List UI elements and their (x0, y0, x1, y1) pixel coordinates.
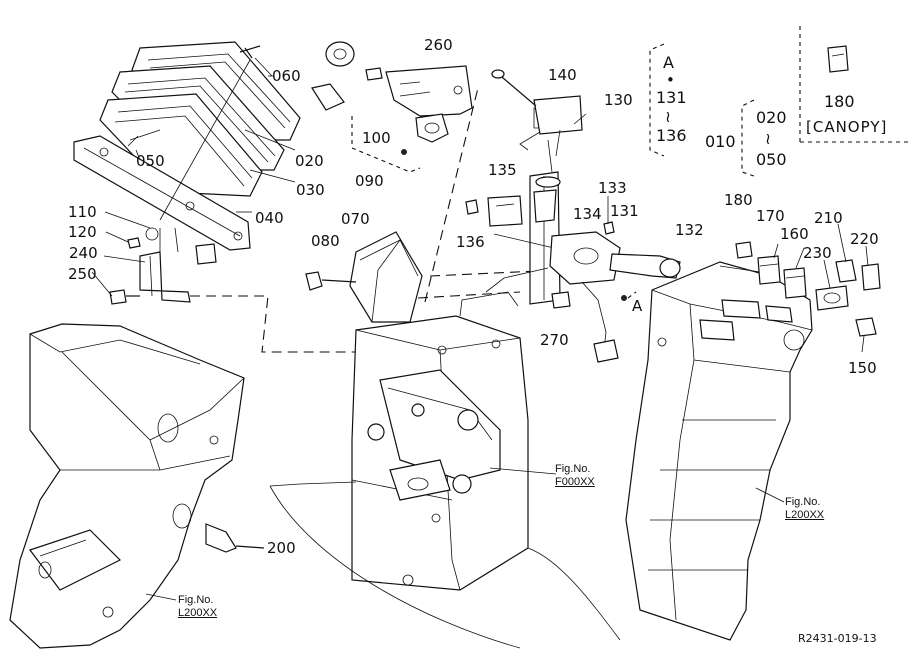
floor-outline (269, 481, 621, 649)
part-label-140: 140 (548, 66, 577, 84)
canopy-caption: [CANOPY] (806, 118, 888, 136)
range-010-tilde: ≀ (765, 129, 771, 148)
group-brackets (649, 43, 755, 177)
fig-ref-f000[interactable]: Fig.No. F000XX (555, 463, 595, 489)
part-label-170: 170 (756, 207, 785, 225)
part-label-090: 090 (355, 172, 384, 190)
stay-bracket (109, 227, 217, 305)
part-label-230: 230 (803, 244, 832, 262)
fig-ref-l200-left-line1: Fig.No. (178, 594, 214, 606)
part-label-134: 134 (573, 205, 602, 223)
range-010-from: 020 (756, 108, 787, 127)
right-side-panel (625, 261, 813, 641)
meter-panel-assembly (73, 41, 301, 251)
part-label-210: 210 (814, 209, 843, 227)
fig-ref-f000-line2: F000XX (555, 476, 595, 488)
dashed-routing-lines (190, 26, 910, 353)
part-label-040: 040 (255, 209, 284, 227)
part-label-180: 180 (724, 191, 753, 209)
steering-console (351, 291, 529, 591)
part-label-136: 136 (456, 233, 485, 251)
part-label-120: 120 (68, 223, 97, 241)
part-label-050: 050 (136, 152, 165, 170)
part-label-135: 135 (488, 161, 517, 179)
part-label-130: 130 (604, 91, 633, 109)
part-label-220: 220 (850, 230, 879, 248)
group-130-tilde: ≀ (665, 107, 671, 126)
group-130-top: A (663, 53, 674, 72)
part-label-080: 080 (311, 232, 340, 250)
clip-fastener (205, 523, 265, 553)
fig-ref-l200-left[interactable]: Fig.No. L200XX (178, 594, 217, 620)
fig-ref-l200-right[interactable]: Fig.No. L200XX (785, 496, 824, 522)
range-010-prefix: 010 (705, 132, 736, 151)
part-label-070: 070 (341, 210, 370, 228)
part-label-250: 250 (68, 265, 97, 283)
steering-column (485, 69, 587, 305)
part-label-240: 240 (69, 244, 98, 262)
group-130-dot: • (666, 71, 675, 89)
part-label-110: 110 (68, 203, 97, 221)
part-label-260: 260 (424, 36, 453, 54)
switch-plate (311, 41, 473, 155)
fig-ref-f000-line1: Fig.No. (555, 463, 591, 475)
range-010-to: 050 (756, 150, 787, 169)
part-label-133: 133 (598, 179, 627, 197)
left-cover (9, 323, 245, 649)
leader-lines-left (91, 75, 296, 297)
fig-pointers (145, 467, 785, 601)
part-label-030: 030 (296, 181, 325, 199)
group-130-to: 136 (656, 126, 687, 145)
group-130-from: 131 (656, 88, 687, 107)
drawing-reference: R2431-019-13 (798, 632, 877, 645)
turn-signal-switch (465, 195, 681, 363)
part-label-100: 100 (362, 129, 391, 147)
part-label-160: 160 (780, 225, 809, 243)
part-label-132: 132 (675, 221, 704, 239)
fig-ref-l200-left-line2: L200XX (178, 607, 218, 619)
fig-ref-l200-right-line1: Fig.No. (785, 496, 821, 508)
part-label-150: 150 (848, 359, 877, 377)
part-label-131: 131 (610, 202, 639, 220)
fig-ref-l200-right-line2: L200XX (785, 509, 825, 521)
control-unit (305, 231, 423, 323)
part-label-270: 270 (540, 331, 569, 349)
dash-switches (735, 45, 881, 353)
part-label-200: 200 (267, 539, 296, 557)
canopy-part-label: 180 (824, 92, 855, 111)
part-label-060: 060 (272, 67, 301, 85)
part-label-020: 020 (295, 152, 324, 170)
callout-a: A (632, 297, 643, 315)
